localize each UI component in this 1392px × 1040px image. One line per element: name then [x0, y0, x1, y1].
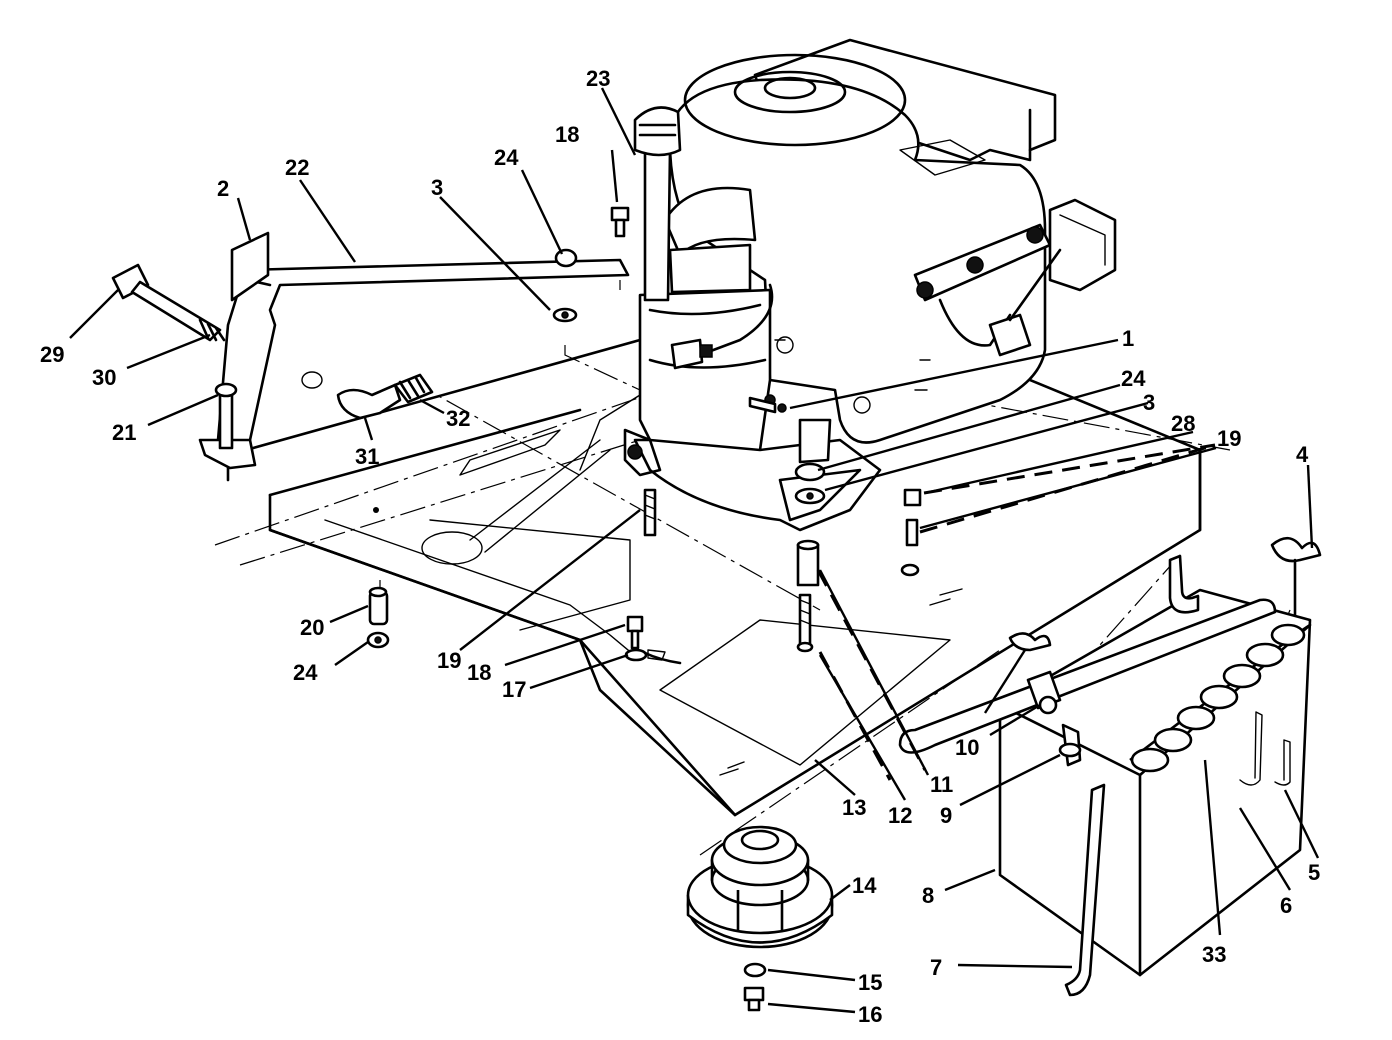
- callout-24: 24: [1121, 366, 1146, 391]
- callout-33: 33: [1202, 942, 1226, 967]
- battery-cells: [1130, 623, 1306, 773]
- callout-labels: 1 2 3 3 4 5 6 7 8 9 10 11 12 13 14 15 16…: [40, 66, 1320, 1027]
- callout-20: 20: [300, 615, 324, 640]
- callout-8: 8: [922, 883, 934, 908]
- handle-parts: [111, 263, 434, 420]
- ground-terminal: [624, 615, 682, 665]
- callout-7: 7: [930, 955, 942, 980]
- callout-9: 9: [940, 803, 952, 828]
- callout-14: 14: [852, 873, 877, 898]
- callout-12: 12: [888, 803, 912, 828]
- engine: [623, 38, 1117, 532]
- callout-16: 16: [858, 1002, 882, 1027]
- callout-28: 28: [1171, 411, 1195, 436]
- callout-19: 19: [437, 648, 461, 673]
- callout-24: 24: [293, 660, 318, 685]
- callout-24: 24: [494, 145, 519, 170]
- callout-30: 30: [92, 365, 116, 390]
- callout-3: 3: [431, 175, 443, 200]
- callout-5: 5: [1308, 860, 1320, 885]
- callout-18: 18: [467, 660, 491, 685]
- callout-3: 3: [1143, 390, 1155, 415]
- callout-2: 2: [217, 176, 229, 201]
- callout-4: 4: [1296, 442, 1309, 467]
- callout-17: 17: [502, 677, 526, 702]
- front-spacer: [366, 586, 390, 649]
- callout-13: 13: [842, 795, 866, 820]
- throttle-rod: [198, 206, 630, 470]
- callout-22: 22: [285, 155, 309, 180]
- engine-fasteners: [643, 396, 922, 653]
- callout-19: 19: [1217, 426, 1241, 451]
- callout-1: 1: [1122, 326, 1134, 351]
- callout-15: 15: [858, 970, 882, 995]
- callout-31: 31: [355, 444, 379, 469]
- callout-21: 21: [112, 420, 136, 445]
- callout-6: 6: [1280, 893, 1292, 918]
- callout-leaders: [69, 87, 1320, 1014]
- callout-10: 10: [955, 735, 979, 760]
- callout-18: 18: [555, 122, 579, 147]
- battery: [898, 536, 1322, 997]
- callout-11: 11: [930, 772, 953, 797]
- callout-23: 23: [586, 66, 610, 91]
- callout-32: 32: [446, 406, 470, 431]
- callout-29: 29: [40, 342, 64, 367]
- pulley: [686, 825, 834, 1012]
